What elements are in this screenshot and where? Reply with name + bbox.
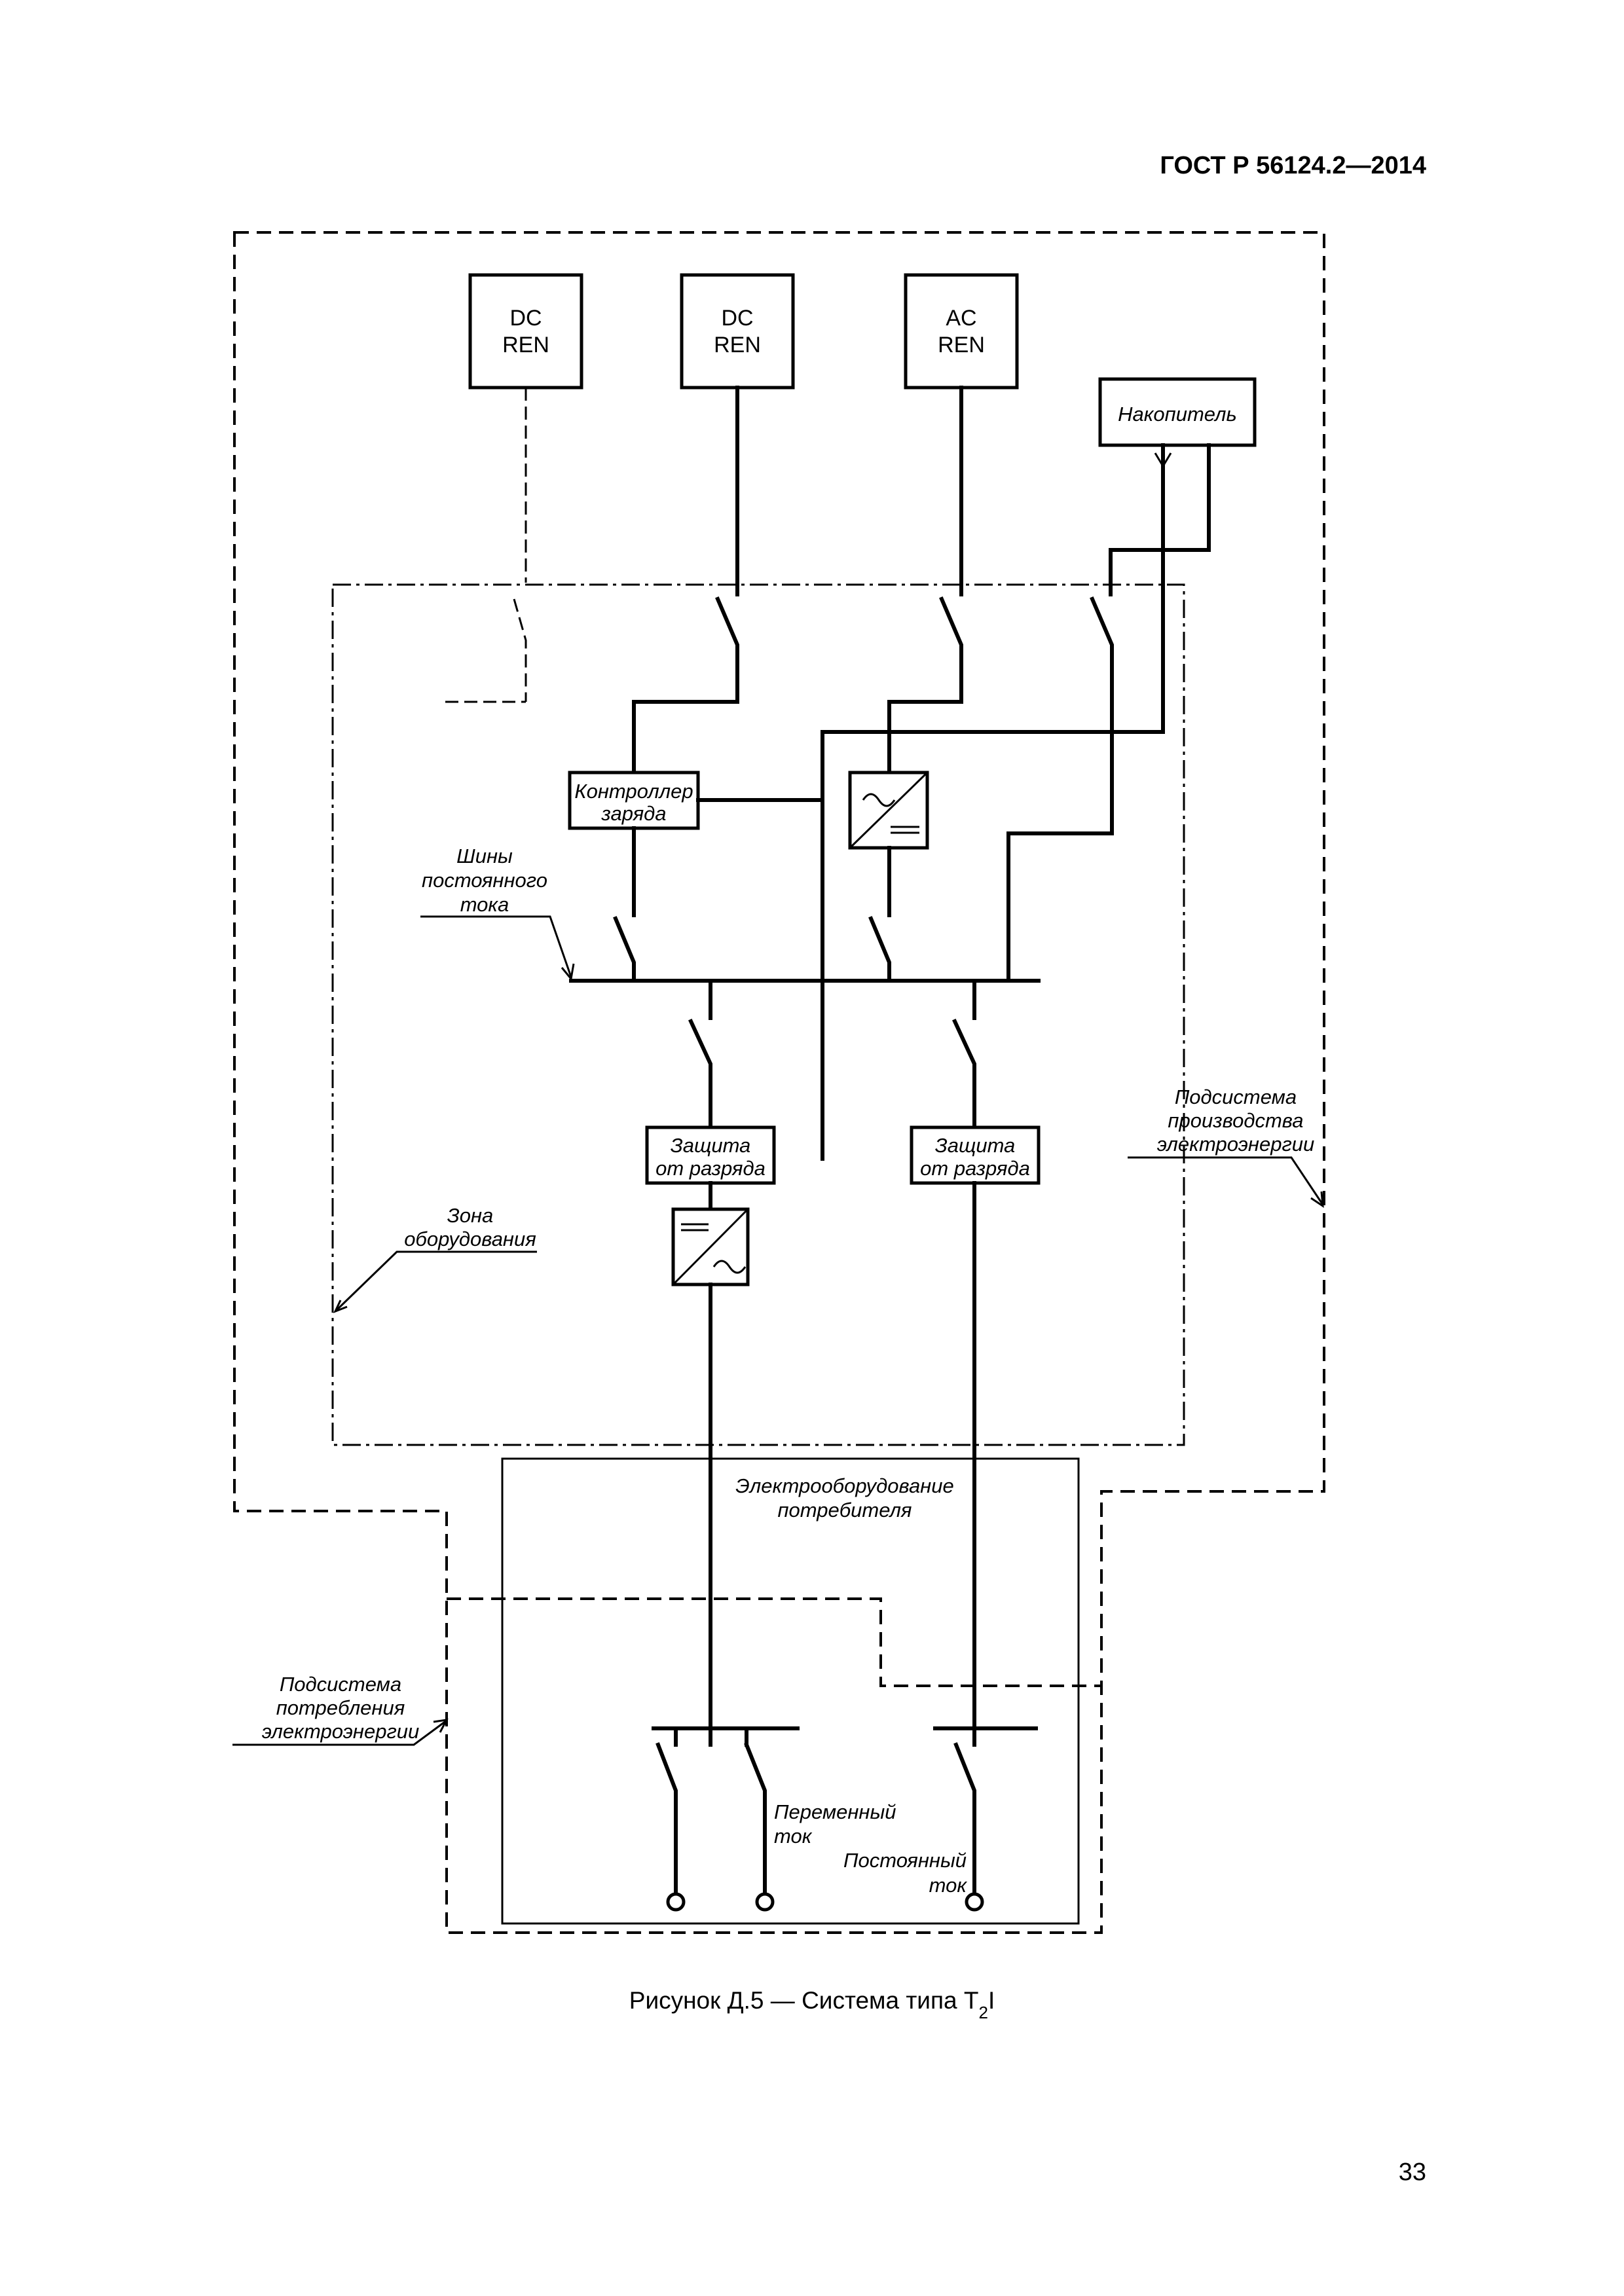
dc-output-switch [953, 1726, 976, 1895]
standard-number: ГОСТ Р 56124.2—2014 [1160, 152, 1426, 179]
figure-caption: Рисунок Д.5 — Система типа Т2I [629, 1987, 995, 2022]
consumer-equipment-boundary [501, 1457, 1080, 1925]
source-label-line2: REN [938, 333, 985, 357]
consumption-subsystem-boundary [447, 1597, 1101, 1687]
dc-output-label-line2: ток [929, 1874, 968, 1897]
protection-box-left: Защита от разряда [645, 1125, 776, 1185]
equipment-zone-label-line2: оборудования [404, 1228, 536, 1250]
storage-switch [1006, 596, 1114, 983]
dc-bus-label-arrow [561, 963, 575, 981]
charge-controller-label-line1: Контроллер [574, 780, 693, 803]
source-label-line2: REN [714, 333, 761, 357]
consumption-subsystem-label-line3: электроэнергии [262, 1720, 419, 1743]
consumption-subsystem-label-line2: потребления [276, 1696, 405, 1719]
source-label-line1: DC [721, 306, 753, 331]
generation-subsystem-leader [1128, 1156, 1324, 1205]
protection-right-label-line2: от разряда [920, 1157, 1030, 1180]
ac-output-terminal-2 [755, 1892, 775, 1912]
dc-output-label-line1: Постоянный [843, 1849, 967, 1872]
generation-subsystem-label-line3: электроэнергии [1157, 1133, 1314, 1156]
page-number: 33 [1399, 2159, 1426, 2186]
dc-output-terminal [965, 1892, 984, 1912]
generation-subsystem-label-line2: производства [1168, 1109, 1303, 1132]
ac-output-switch-1 [655, 1726, 678, 1895]
ac-output-switch-2 [744, 1726, 767, 1895]
left-load-switch [688, 1019, 712, 1129]
dc-bus-label-line1: Шины [456, 845, 513, 867]
dc-ac-inverter [671, 1207, 750, 1286]
source-label-line1: DC [509, 306, 542, 331]
storage-lead-b [821, 443, 1165, 1161]
dc-bus-label-line3: тока [460, 893, 509, 916]
source3-switch [887, 596, 963, 774]
ac-output-label-line1: Переменный [774, 1800, 896, 1823]
source2-switch [632, 596, 739, 774]
consumer-equipment-label-line2: потребителя [777, 1499, 912, 1522]
generation-subsystem-label-line1: Подсистема [1175, 1085, 1297, 1108]
dc-bus-label-leader [420, 915, 572, 977]
storage-box: Накопитель [1098, 377, 1257, 447]
right-load-switch [952, 1019, 976, 1129]
generation-subsystem-boundary [233, 231, 1325, 1934]
charge-controller-label-line2: заряда [600, 802, 666, 825]
consumer-equipment-label-line1: Электрооборудование [735, 1474, 953, 1497]
consumption-subsystem-arrow [433, 1719, 449, 1733]
dc-bus-label-line2: постоянного [422, 869, 547, 892]
source1-dashed-switch [513, 598, 527, 702]
source-label-line2: REN [502, 333, 549, 357]
generation-subsystem-arrow [1310, 1191, 1324, 1208]
source-label-line1: AC [946, 306, 976, 331]
protection-left-label-line1: Защита [671, 1134, 751, 1157]
equipment-zone-arrow [333, 1300, 348, 1313]
ac-output-label-line2: ток [774, 1825, 813, 1848]
protection-box-right: Защита от разряда [910, 1125, 1041, 1185]
source-box-dc-ren-2: DC REN [680, 273, 795, 390]
storage-lead-a [1109, 443, 1211, 596]
consumption-subsystem-leader [232, 1719, 447, 1746]
charge-controller-box: Контроллер заряда [568, 771, 700, 830]
equipment-zone-boundary [331, 583, 1185, 1446]
storage-label: Накопитель [1118, 403, 1237, 426]
storage-lead-b-arrow [1154, 452, 1172, 468]
charge-controller-switch [613, 916, 636, 983]
ac-dc-inverter [848, 771, 929, 850]
ac-output-terminal-1 [666, 1892, 686, 1912]
protection-left-label-line2: от разряда [655, 1157, 766, 1180]
source-box-dc-ren-1: DC REN [468, 273, 583, 390]
source-box-ac-ren: AC REN [904, 273, 1019, 390]
equipment-zone-leader [334, 1250, 537, 1313]
consumption-subsystem-label-line1: Подсистема [280, 1673, 401, 1696]
inverter1-switch [868, 916, 891, 983]
equipment-zone-label-line1: Зона [447, 1204, 494, 1227]
protection-right-label-line1: Защита [935, 1134, 1016, 1157]
